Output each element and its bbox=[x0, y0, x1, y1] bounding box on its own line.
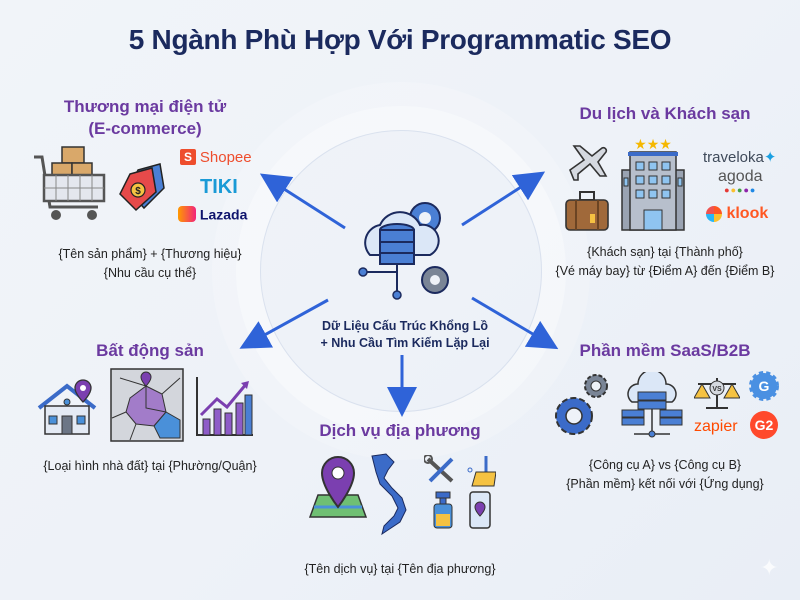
district-map-icon bbox=[110, 368, 184, 442]
price-tag-icon: $ bbox=[119, 163, 165, 212]
ecommerce-title: Thương mại điện tử (E-commerce) bbox=[40, 96, 250, 140]
broom-icon bbox=[467, 456, 496, 487]
ecommerce-title-line-2: (E-commerce) bbox=[88, 119, 202, 138]
cloud-database-gears-icon bbox=[358, 202, 449, 300]
hotel-building-icon: ★★★ bbox=[621, 137, 685, 231]
svg-text:VS: VS bbox=[712, 386, 722, 393]
shopee-logo: S Shopee bbox=[180, 148, 252, 166]
map-pin-icon bbox=[308, 455, 368, 518]
ecommerce-pattern: {Tên sản phẩm} + {Thương hiệu} {Nhu cầu … bbox=[30, 245, 270, 283]
gears-icon bbox=[555, 374, 608, 435]
tools-icon bbox=[424, 455, 454, 483]
shopping-cart-icon bbox=[34, 146, 106, 220]
airplane-icon bbox=[569, 145, 608, 181]
vietnam-map-icon bbox=[371, 453, 407, 536]
saas-pattern-line-1: {Công cụ A} vs {Công cụ B} bbox=[588, 458, 742, 472]
ecommerce-title-line-1: Thương mại điện tử bbox=[63, 97, 227, 116]
saas-pattern-line-2: {Phần mềm} kết nối với {Ứng dụng} bbox=[566, 477, 764, 491]
house-location-icon bbox=[37, 379, 97, 435]
travel-pattern: {Khách sạn} tại {Thành phố} {Vé máy bay}… bbox=[540, 243, 790, 281]
growth-chart-icon bbox=[196, 377, 253, 436]
zapier-logo: zapier bbox=[694, 418, 738, 435]
traveloka-logo: traveloka✦ bbox=[703, 149, 777, 166]
ecommerce-pattern-line-2: {Nhu cầu cụ thể} bbox=[103, 266, 197, 280]
travel-pattern-line-1: {Khách sạn} tại {Thành phố} bbox=[587, 245, 743, 259]
svg-text:G: G bbox=[759, 378, 770, 394]
suitcase-icon bbox=[565, 191, 609, 231]
sparkle-icon: ✦ bbox=[760, 555, 779, 580]
travel-pattern-line-2: {Vé máy bay} từ {Điểm A} đến {Điểm B} bbox=[555, 264, 775, 278]
saas-title: Phần mềm SaaS/B2B bbox=[579, 341, 751, 360]
cloud-server-icon bbox=[621, 372, 683, 438]
page-title: 5 Ngành Phù Hợp Với Programmatic SEO bbox=[128, 24, 672, 55]
spray-bottle-icon bbox=[433, 491, 453, 529]
svg-text:★★★: ★★★ bbox=[634, 137, 672, 153]
integration-gear-icon: G bbox=[749, 371, 779, 401]
ecommerce-pattern-line-1: {Tên sản phẩm} + {Thương hiệu} bbox=[58, 247, 242, 261]
center-label: Dữ Liệu Cấu Trúc Khổng Lồ + Nhu Cầu Tìm … bbox=[290, 318, 520, 352]
realestate-title: Bất động sản bbox=[96, 341, 204, 360]
local-title: Dịch vụ địa phương bbox=[319, 421, 481, 440]
klook-logo: klook bbox=[706, 205, 768, 223]
svg-text:$: $ bbox=[135, 186, 141, 197]
phone-location-icon bbox=[469, 491, 491, 529]
g2-logo: G2 bbox=[750, 411, 778, 439]
local-pattern: {Tên dịch vụ} tại {Tên địa phương} bbox=[304, 562, 496, 576]
travel-title: Du lịch và Khách sạn bbox=[579, 104, 751, 123]
lazada-logo: Lazada bbox=[178, 205, 247, 223]
center-line-1: Dữ Liệu Cấu Trúc Khổng Lồ bbox=[322, 319, 488, 333]
comparison-scale-icon: VS bbox=[694, 378, 740, 409]
tiki-logo: TIKI bbox=[200, 176, 238, 198]
center-line-2: + Nhu Cầu Tìm Kiếm Lặp Lại bbox=[320, 336, 490, 350]
saas-pattern: {Công cụ A} vs {Công cụ B} {Phần mềm} kế… bbox=[535, 456, 795, 494]
agoda-logo: agoda ●●●●● bbox=[718, 168, 763, 195]
realestate-pattern: {Loại hình nhà đất} tại {Phường/Quận} bbox=[43, 459, 257, 473]
